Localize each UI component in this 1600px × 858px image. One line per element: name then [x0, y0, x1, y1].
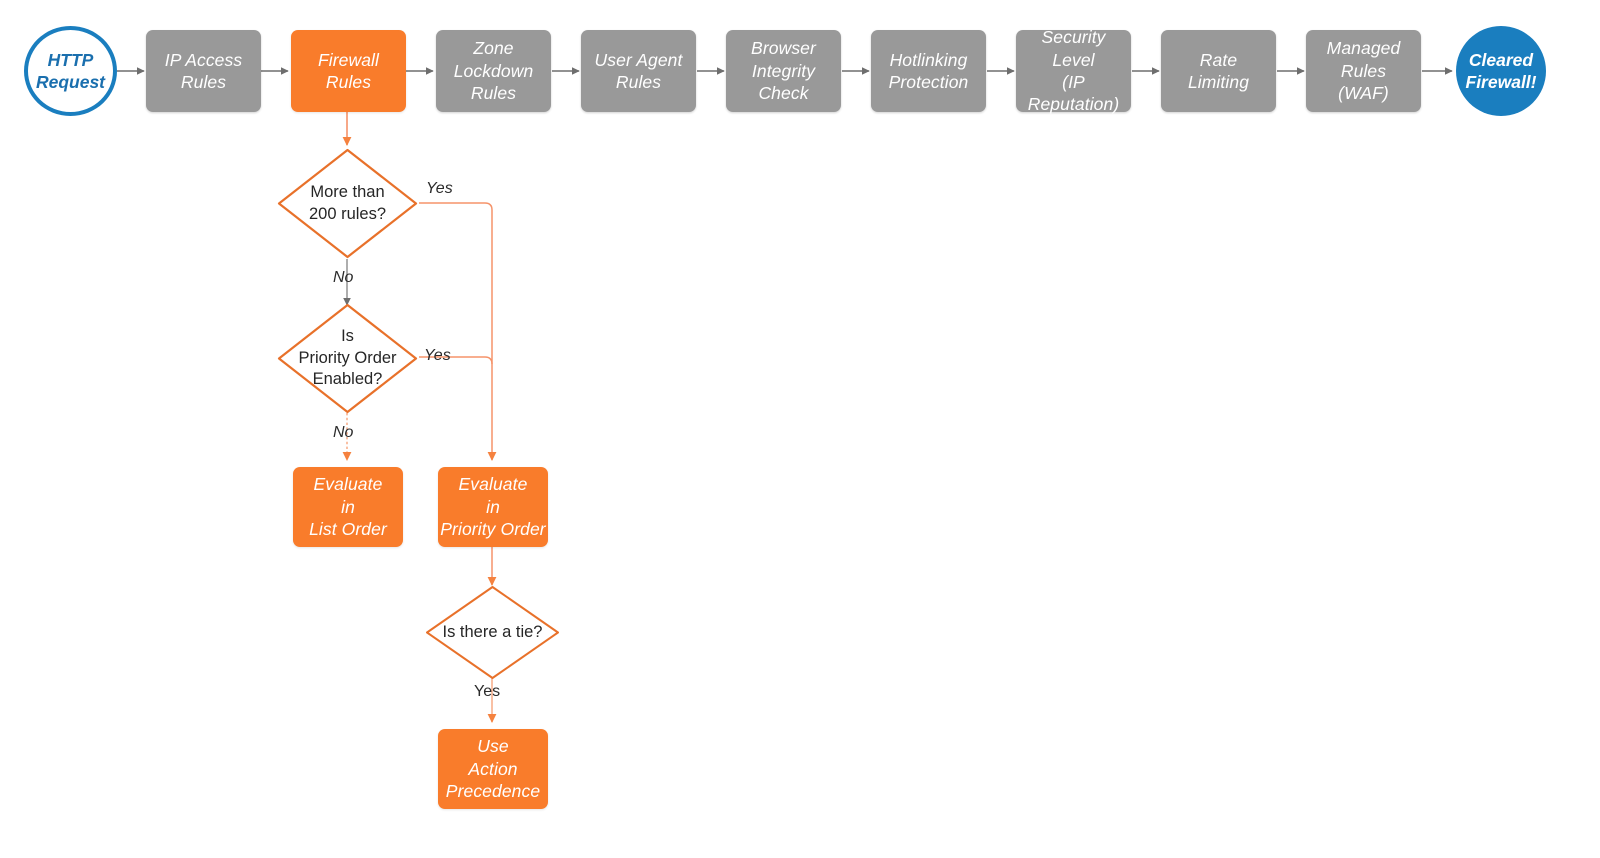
node-evaluate-list-order[interactable]: Evaluate in List Order: [293, 467, 403, 547]
node-security-level[interactable]: Security Level (IP Reputation): [1016, 27, 1131, 114]
edge-label-yes-is-there-a-tie: Yes: [474, 683, 501, 700]
diamond-shape-priority-order-enabled: [277, 303, 418, 414]
node-hotlinking-protection-label: Hotlinking Protection: [888, 49, 969, 92]
diamond-shape-more-than-200-rules: [277, 148, 418, 259]
node-security-level-label: Security Level (IP Reputation): [1027, 27, 1120, 115]
node-zone-lockdown-rules-label: Zone Lockdown Rules: [453, 38, 534, 104]
node-rate-limiting-label: Rate Limiting: [1187, 49, 1250, 92]
node-evaluate-list-order-label: Evaluate in List Order: [309, 474, 387, 540]
node-zone-lockdown-rules[interactable]: Zone Lockdown Rules: [436, 30, 551, 112]
node-is-there-a-tie-label: Is there a tie?: [442, 622, 543, 641]
node-user-agent-rules-label: User Agent Rules: [594, 49, 683, 92]
edge-label-no-priority-enabled: No: [333, 424, 354, 441]
node-cleared-firewall-label: Cleared Firewall!: [1465, 49, 1537, 92]
node-firewall-rules-label: Firewall Rules: [317, 49, 380, 92]
node-managed-rules-waf-label: Managed Rules (WAF): [1326, 38, 1401, 104]
node-evaluate-priority-order[interactable]: Evaluate in Priority Order: [438, 467, 548, 547]
edge-rulecount-yes: [419, 202, 497, 461]
node-use-action-precedence[interactable]: Use Action Precedence: [438, 729, 548, 809]
edge-priority-yes: [419, 356, 493, 365]
node-ip-access-rules[interactable]: IP Access Rules: [146, 30, 261, 112]
node-evaluate-priority-order-label: Evaluate in Priority Order: [440, 474, 546, 540]
node-hotlinking-protection[interactable]: Hotlinking Protection: [871, 30, 986, 112]
edge-label-yes-priority-enabled: Yes: [424, 347, 451, 364]
node-http-request-label: HTTP Request: [35, 49, 106, 92]
node-browser-integrity-check[interactable]: Browser Integrity Check: [726, 30, 841, 112]
edge-label-yes-more-than-200: Yes: [426, 180, 453, 197]
decision-connectors: Is Priority Order Enabled? (gray) --> do…: [342, 110, 497, 723]
node-cleared-firewall[interactable]: Cleared Firewall!: [1456, 26, 1546, 116]
node-browser-integrity-check-label: Browser Integrity Check: [751, 38, 816, 104]
node-http-request[interactable]: HTTP Request: [24, 26, 117, 116]
node-priority-order-enabled[interactable]: Is Priority Order Enabled?: [277, 303, 418, 414]
node-managed-rules-waf[interactable]: Managed Rules (WAF): [1306, 30, 1421, 112]
node-more-than-200-rules[interactable]: More than 200 rules?: [277, 148, 418, 259]
node-firewall-rules[interactable]: Firewall Rules: [291, 30, 406, 112]
edge-label-no-more-than-200: No: [333, 269, 354, 286]
node-is-there-a-tie[interactable]: Is there a tie?: [425, 585, 560, 680]
node-more-than-200-rules-label: More than 200 rules?: [308, 183, 387, 223]
node-user-agent-rules[interactable]: User Agent Rules: [581, 30, 696, 112]
node-ip-access-rules-label: IP Access Rules: [164, 49, 243, 92]
node-rate-limiting[interactable]: Rate Limiting: [1161, 30, 1276, 112]
node-use-action-precedence-label: Use Action Precedence: [445, 736, 541, 802]
diamond-shape-is-there-a-tie: [426, 586, 559, 679]
node-priority-order-enabled-label: Is Priority Order Enabled?: [298, 327, 397, 389]
